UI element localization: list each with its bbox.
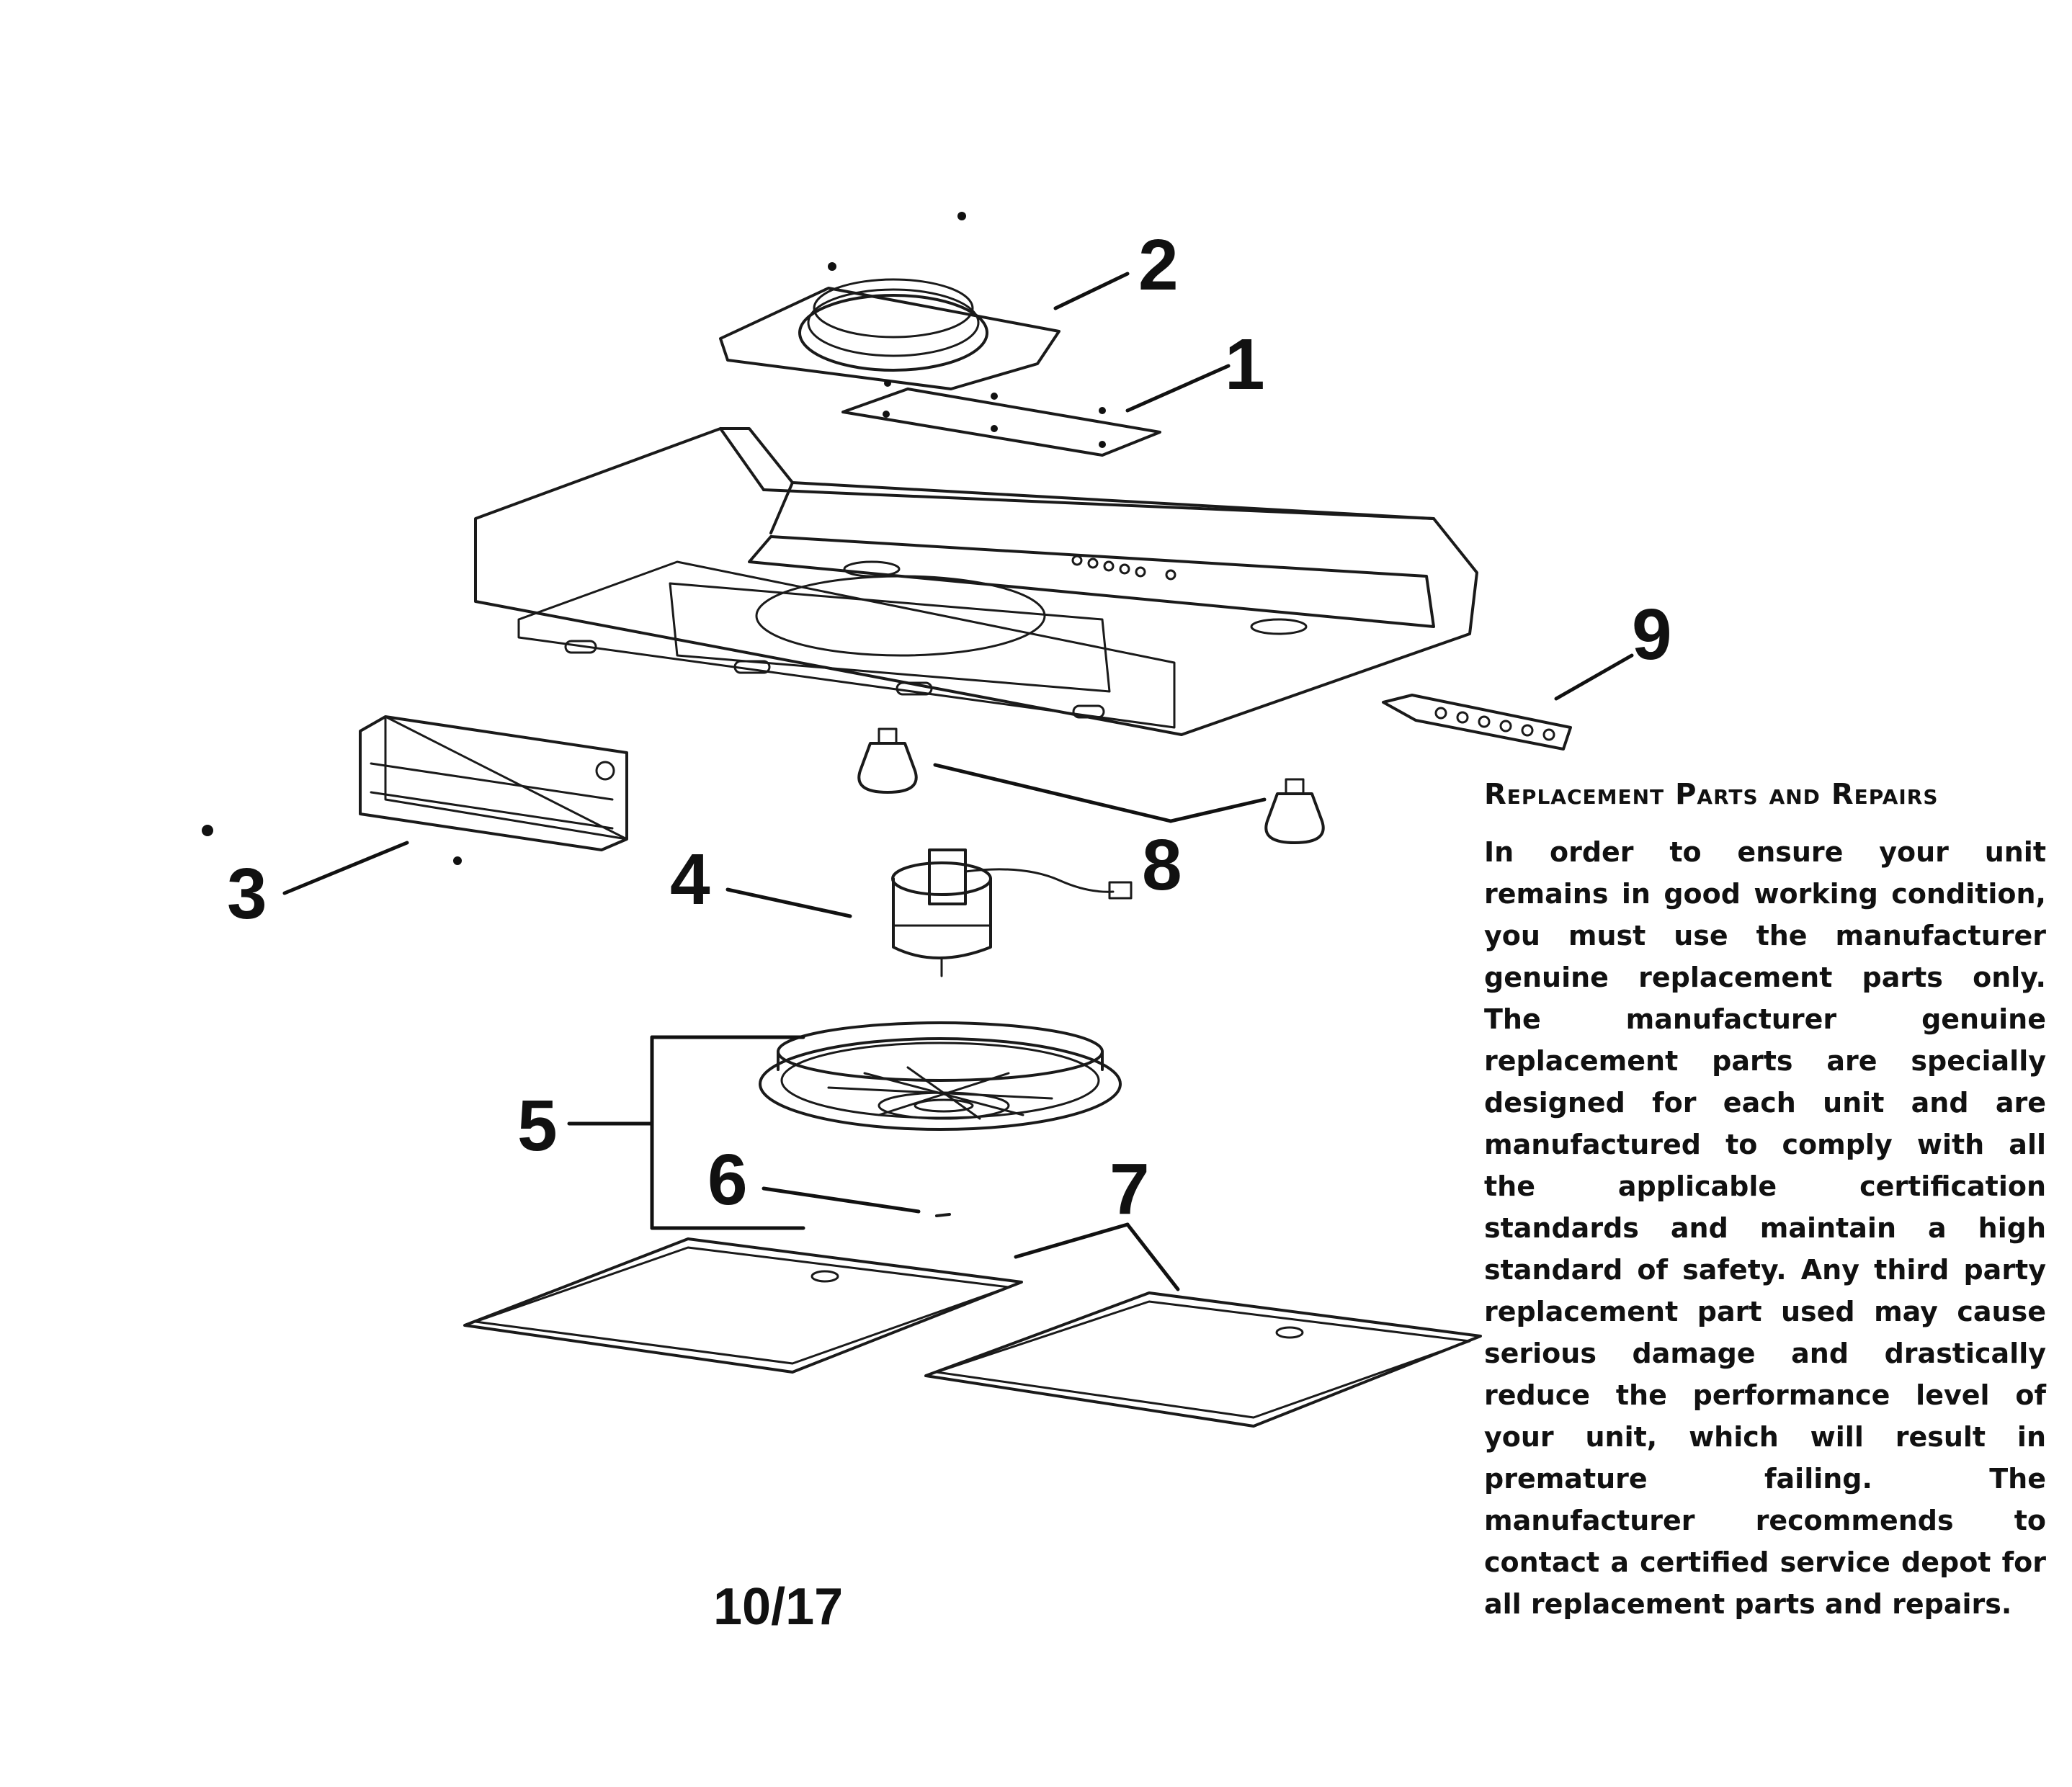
replacement-parts-panel: Replacement Parts and Repairs In order t…: [1484, 778, 2046, 1625]
part-bulbs: [857, 727, 1325, 844]
part-hood-body: [474, 427, 1478, 736]
part-light-housing: [202, 715, 628, 865]
part-control-board: [1382, 694, 1572, 751]
callout-7: 7: [1109, 1149, 1150, 1230]
part-top-cover-plate: [841, 380, 1161, 457]
callout-5: 5: [517, 1085, 558, 1166]
callout-8: 8: [1142, 825, 1182, 905]
callout-1: 1: [1225, 324, 1265, 405]
replacement-parts-body: In order to ensure your unit remains in …: [1484, 836, 2046, 1620]
part-filters: [463, 1222, 1482, 1428]
leader-lines: [282, 272, 1634, 918]
part-motor: [891, 848, 1133, 977]
replacement-parts-heading: Replacement Parts and Repairs: [1484, 778, 1939, 811]
page-number: 10/17: [713, 1578, 844, 1636]
part-duct-collar: [719, 212, 1060, 390]
callout-2: 2: [1138, 225, 1179, 305]
part-blower-wheel: [567, 1021, 1122, 1230]
callout-9: 9: [1632, 594, 1672, 675]
part-screw: [762, 1186, 951, 1217]
callout-6: 6: [707, 1139, 748, 1220]
callout-4: 4: [670, 839, 710, 920]
callout-3: 3: [227, 854, 267, 934]
